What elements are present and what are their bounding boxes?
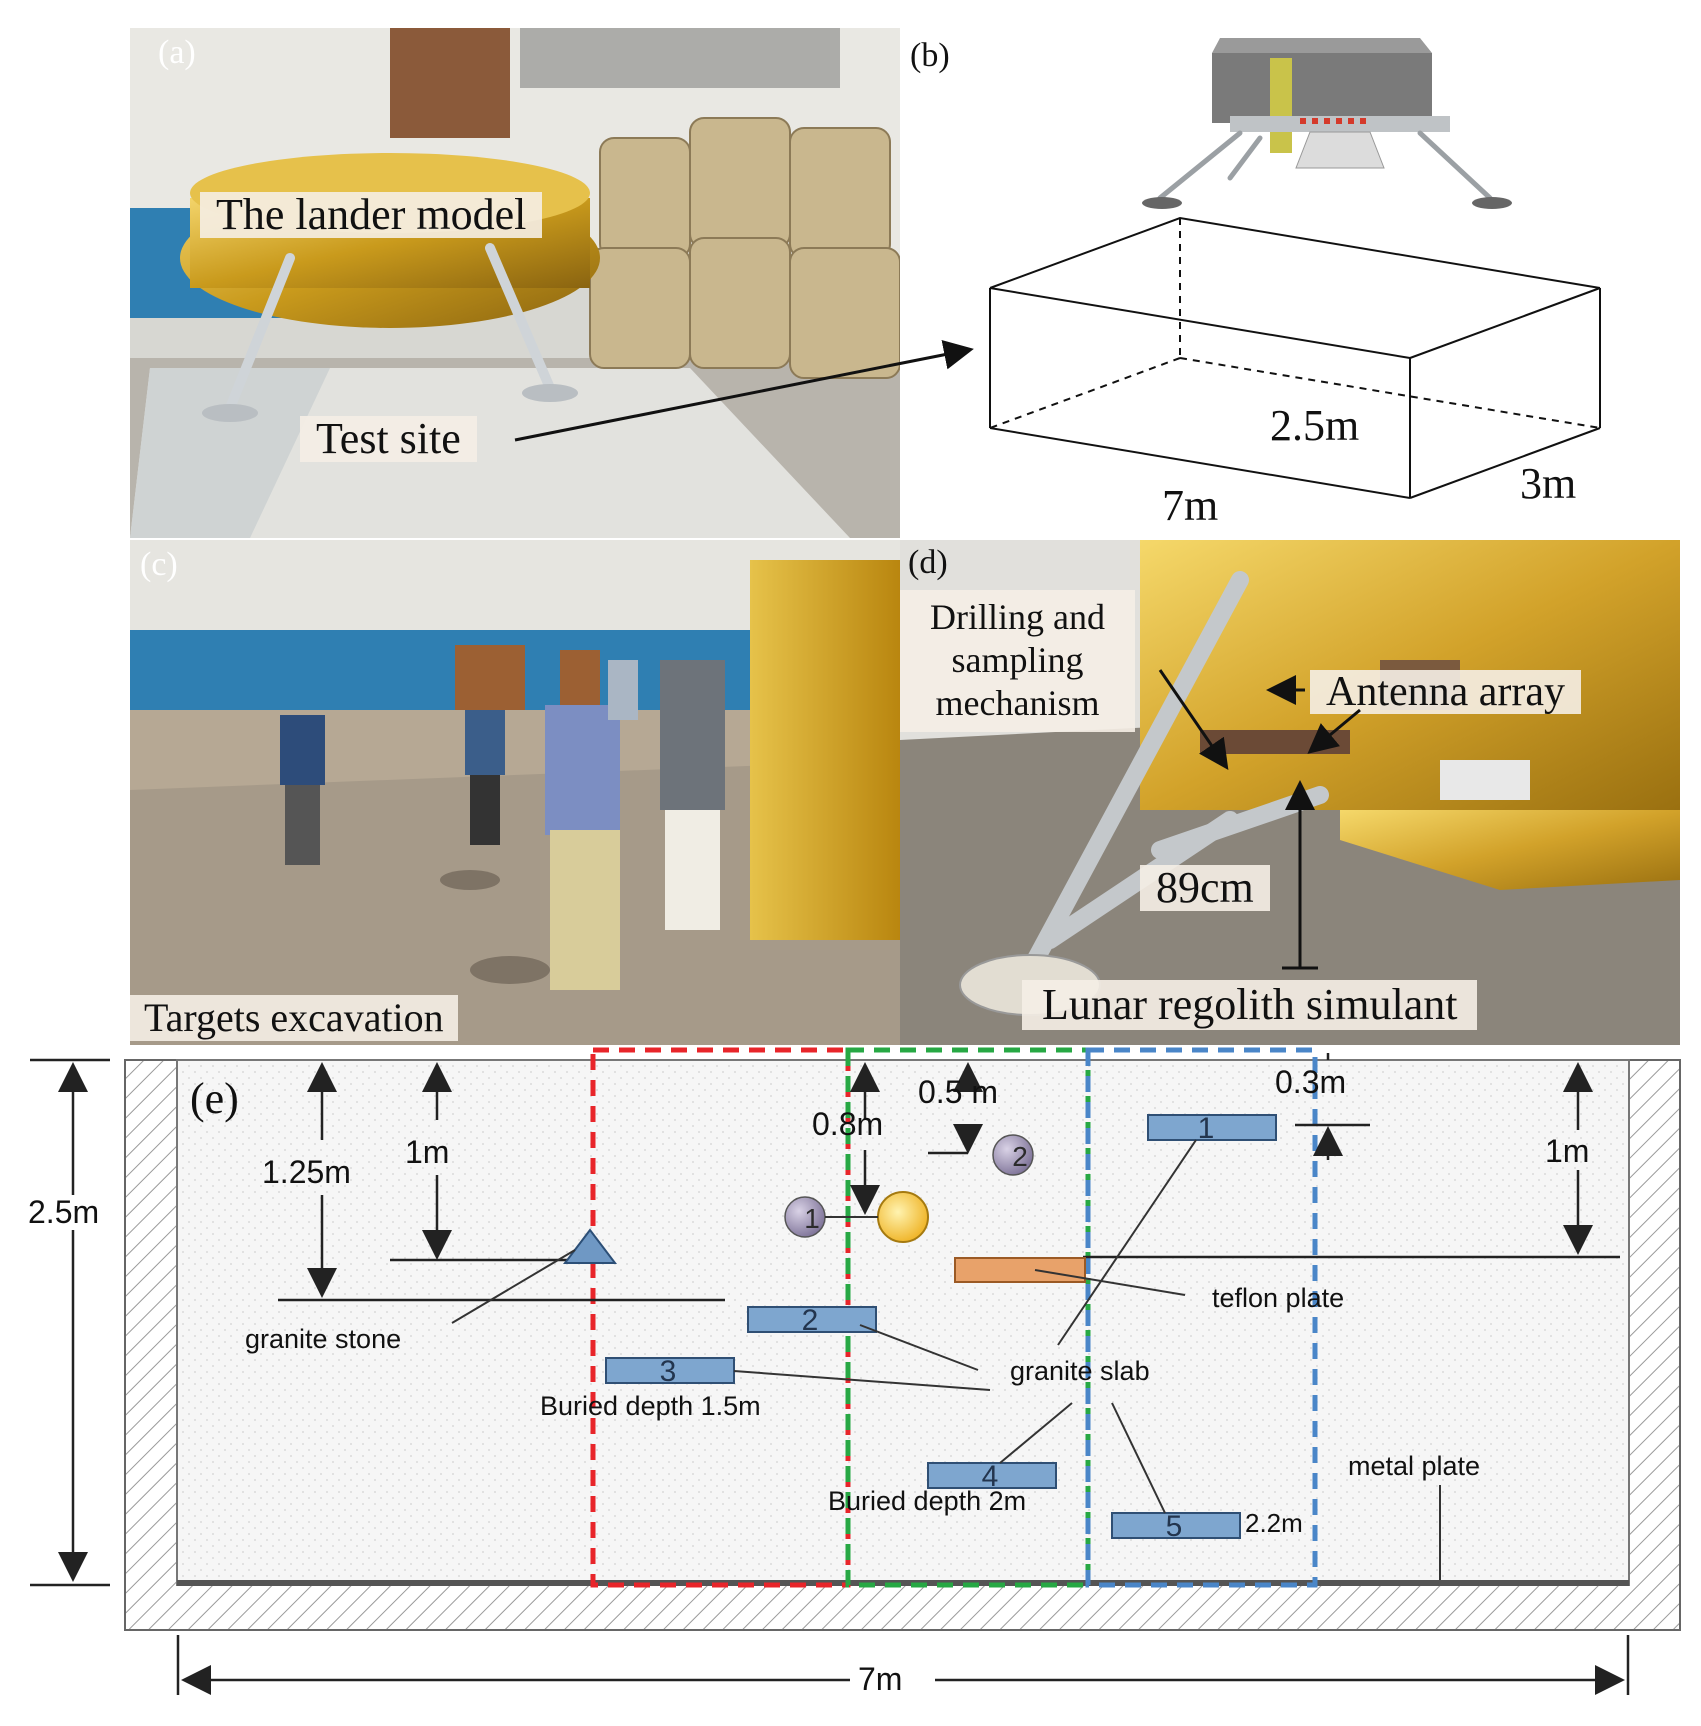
slab-4-number: 4: [982, 1460, 999, 1493]
marker-2-number: 2: [1012, 1141, 1028, 1172]
granite-slab-2: [747, 1306, 877, 1333]
box-length-label: 7m: [1162, 481, 1218, 530]
dim-1m-left-label: 1m: [405, 1134, 449, 1170]
teflon-plate-label: teflon plate: [1212, 1283, 1344, 1313]
granite-slab-4: [927, 1462, 1057, 1489]
total-depth-label: 2.5m: [28, 1194, 99, 1230]
antenna-array-label: Antenna array: [1310, 670, 1582, 714]
drilling-label-line3: mechanism: [935, 683, 1100, 724]
lander-model-label: The lander model: [200, 191, 543, 239]
panel-d-annotation-lines: [1158, 669, 1361, 970]
lander-3d-model: [1142, 38, 1512, 209]
slab-3-number: 3: [660, 1355, 677, 1388]
panel-b-box-diagram: (b) 2.5m 7m 3m: [900, 28, 1680, 538]
panel-d-tag: (d): [908, 544, 948, 581]
height-89cm-label: 89cm: [1140, 864, 1270, 912]
drilling-label-line1: Drilling and: [930, 597, 1105, 637]
excavation-photo: [130, 540, 900, 1045]
pit-walls: [124, 1059, 1681, 1631]
slab-1-number: 1: [1198, 1112, 1215, 1145]
buried-targets: [562, 1114, 1277, 1539]
drilling-label-line2: sampling: [951, 640, 1084, 681]
granite-slab-3: [605, 1357, 735, 1384]
buried-depth-1-5m-label: Buried depth 1.5m: [540, 1391, 761, 1421]
dim-1m-right-label: 1m: [1545, 1133, 1589, 1169]
dim-0-5m-label: 0.5 m: [918, 1074, 998, 1110]
dim-2-2m-label: 2.2m: [1245, 1508, 1303, 1538]
regolith-label: Lunar regolith simulant: [1022, 980, 1478, 1031]
box-depth-label: 2.5m: [1270, 401, 1359, 450]
panel-e-cross-section: (e) 2.5m 7m 1.25m 1m 0.8m 0.5 m 0.3m 1m …: [28, 1047, 1681, 1697]
workers: [280, 660, 725, 990]
test-site-label: Test site: [300, 415, 477, 463]
dim-1-25m-label: 1.25m: [262, 1154, 351, 1190]
metal-sphere: [877, 1191, 929, 1243]
panel-d-photo: (d) Drilling and sampling mechanism Ante…: [900, 540, 1680, 1045]
total-width-label: 7m: [858, 1661, 902, 1697]
dim-0-8m-label: 0.8m: [812, 1106, 883, 1142]
teflon-plate: [954, 1257, 1086, 1283]
panel-a-tag: (a): [158, 34, 196, 71]
granite-slab-label: granite slab: [1010, 1356, 1150, 1386]
marker-1-number: 1: [804, 1203, 820, 1234]
panel-c-photo: (c) Targets excavation: [130, 540, 900, 1045]
panel-e-tag: (e): [190, 1074, 239, 1123]
box-width-label: 3m: [1520, 459, 1576, 508]
test-box-wireframe: [989, 216, 1601, 499]
slab-5-number: 5: [1166, 1510, 1183, 1543]
panel-b-tag: (b): [910, 37, 950, 74]
drilling-mechanism-label: Drilling and sampling mechanism: [900, 590, 1135, 732]
excavation-caption: Targets excavation: [130, 995, 458, 1041]
dim-0-3m-label: 0.3m: [1275, 1064, 1346, 1100]
panel-c-tag: (c): [140, 546, 178, 583]
buried-depth-2m-label: Buried depth 2m: [828, 1486, 1026, 1516]
leader-lines: [451, 1139, 1441, 1580]
granite-stone-label: granite stone: [245, 1324, 401, 1354]
granite-slab-5: [1111, 1512, 1241, 1539]
granite-slab-1: [1147, 1114, 1277, 1141]
blue-dashed-box: [1085, 1047, 1318, 1588]
marker-circle-2: [992, 1134, 1034, 1176]
slab-2-number: 2: [802, 1304, 819, 1337]
granite-stone-triangle: [562, 1228, 618, 1264]
metal-plate-label: metal plate: [1348, 1451, 1480, 1481]
